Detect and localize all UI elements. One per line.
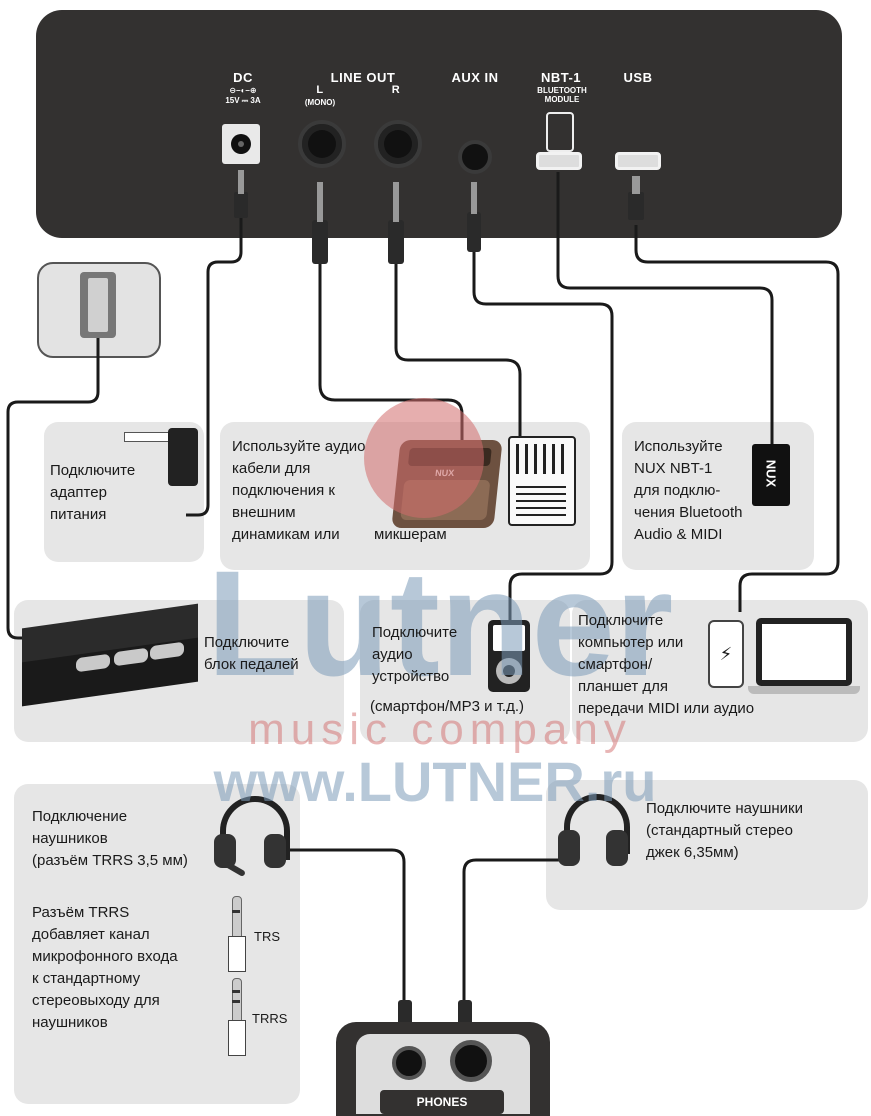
pedal-connector-icon bbox=[80, 272, 116, 338]
nbt-label: NBT-1 bbox=[540, 70, 582, 85]
line-out-l-label: L bbox=[316, 84, 324, 96]
aux-in-jack[interactable] bbox=[458, 140, 492, 174]
mixer-icon bbox=[508, 436, 576, 526]
power-adapter-text: Подключите адаптер питания bbox=[50, 462, 136, 523]
dc-label: DC bbox=[233, 70, 253, 85]
trrs-label: TRRS bbox=[252, 1011, 288, 1026]
laptop-icon bbox=[748, 618, 860, 700]
usb-port[interactable] bbox=[615, 152, 661, 170]
nbt-sub-label: BLUETOOTH MODULE bbox=[537, 86, 587, 104]
headset-icon bbox=[214, 796, 290, 882]
headphones-text: Подключите наушники (стандартный стерео … bbox=[646, 800, 803, 861]
mp3-player-icon bbox=[488, 620, 530, 692]
dc-polarity-icon: ⊖–◐–⊕ bbox=[229, 86, 257, 95]
audio-device-note: (смартфон/МР3 и т.д.) bbox=[370, 698, 525, 715]
phones-label: PHONES bbox=[380, 1090, 504, 1114]
rear-panel bbox=[36, 10, 842, 238]
line-out-label: LINE OUT bbox=[330, 70, 396, 85]
nbt-text: Используйте NUX NBT-1 для подклю- чения … bbox=[634, 438, 743, 543]
nbt-port[interactable] bbox=[536, 152, 582, 170]
dc-spec: 15V ⎓ 3A bbox=[225, 96, 261, 105]
trs-plug-icon bbox=[228, 896, 246, 972]
power-adapter-icon bbox=[124, 428, 200, 488]
trs-label: TRS bbox=[254, 929, 280, 944]
headphones-icon bbox=[558, 794, 630, 874]
pedals-text: Подключите блок педалей bbox=[204, 634, 299, 673]
audio-cables-text: Используйте аудио кабели для подключения… bbox=[232, 438, 366, 543]
nbt-dongle-icon: NUX bbox=[752, 444, 790, 506]
phones-jack-large[interactable] bbox=[450, 1040, 492, 1082]
computer-text: Подключите компьютер или смартфон/ планш… bbox=[578, 612, 755, 717]
headset-text: Подключение наушников (разъём TRRS 3,5 м… bbox=[32, 808, 188, 869]
dc-socket[interactable] bbox=[222, 124, 260, 164]
usb-label: USB bbox=[623, 70, 653, 85]
audio-device-text: Подключите аудио устройство bbox=[372, 624, 458, 685]
line-out-r-label: R bbox=[391, 84, 401, 96]
nbt-module-icon bbox=[546, 112, 574, 152]
aux-in-label: AUX IN bbox=[451, 70, 499, 85]
phone-charging-icon: ⚡ bbox=[708, 620, 744, 688]
trrs-note-text: Разъём TRRS добавляет канал микрофонного… bbox=[32, 904, 178, 1031]
line-out-mono-label: (MONO) bbox=[304, 98, 336, 107]
trrs-plug-icon bbox=[228, 978, 246, 1056]
audio-device-box bbox=[360, 600, 570, 742]
audio-cables-text-end: микшерам bbox=[374, 526, 447, 543]
line-out-r-jack[interactable] bbox=[374, 120, 422, 168]
pedal-unit-icon bbox=[22, 603, 202, 707]
nux-logo-speaker: NUX bbox=[434, 468, 455, 478]
phones-jack-small[interactable] bbox=[392, 1046, 426, 1080]
speaker-icon: NUX bbox=[391, 440, 503, 528]
line-out-l-jack[interactable] bbox=[298, 120, 346, 168]
